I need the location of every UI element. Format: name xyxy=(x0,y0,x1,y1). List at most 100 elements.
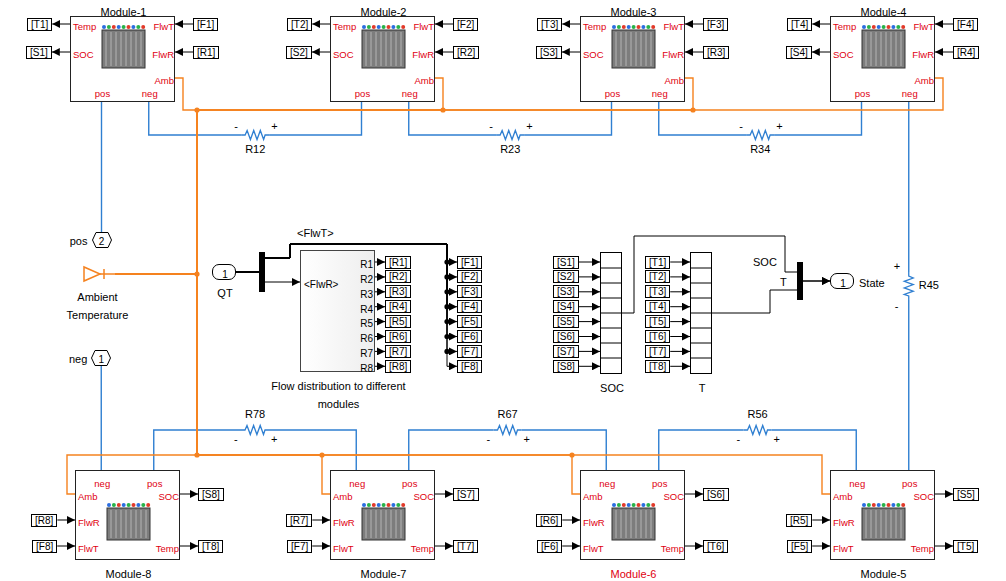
connector xyxy=(579,351,600,352)
tag-label: [F7] xyxy=(461,346,478,357)
goto-tag: [T6] xyxy=(703,540,728,553)
port-label: FlwR xyxy=(152,49,174,60)
tag-label: [S6] xyxy=(707,489,725,500)
block-text: R6 xyxy=(360,333,373,344)
port-label: SOC xyxy=(833,49,854,60)
polarity-sign-text: + xyxy=(776,120,782,132)
goto-tag: [T8] xyxy=(198,540,223,553)
tag-label: [T2] xyxy=(291,19,308,30)
goto-tag: [R3] xyxy=(703,46,729,59)
signal-label-text: SOC xyxy=(753,256,777,268)
goto-tag: [R2] xyxy=(385,270,411,283)
polarity-sign-text: + xyxy=(271,120,277,132)
tag-label: [S1] xyxy=(30,47,48,58)
tag-label: [F5] xyxy=(791,541,808,552)
port-label: Temp xyxy=(333,21,356,32)
connector xyxy=(670,291,690,292)
resistor-label-text: R34 xyxy=(750,143,770,155)
connector xyxy=(685,24,703,25)
module-block: Module-2TempSOCposnegFlwTFlwRAmb xyxy=(330,16,435,102)
resistor-label-text: R45 xyxy=(919,279,939,291)
block-name: Module-8 xyxy=(106,568,152,580)
signal-label-text: <FlwT> xyxy=(297,227,334,239)
module-block: Module-8TempSOCposnegFlwTFlwRAmb xyxy=(75,470,180,560)
port-label: SOC xyxy=(158,491,179,502)
text-slot: Module-7 xyxy=(361,564,407,581)
port-label: pos xyxy=(355,88,370,99)
tag-label: [T1] xyxy=(31,19,48,30)
mux-block: SOC xyxy=(600,252,622,374)
resistor-label: R23 xyxy=(499,143,521,156)
block-text: T xyxy=(699,382,706,394)
port-label: Temp xyxy=(661,543,684,554)
text-slot: 2 xyxy=(99,231,105,249)
goto-tag: [S3] xyxy=(536,46,562,59)
junction-dot xyxy=(444,319,449,324)
resistor-label: R67 xyxy=(497,408,519,421)
text-slot: FlwR xyxy=(333,512,355,530)
connector xyxy=(175,24,193,25)
text-slot: neg xyxy=(349,473,365,491)
text-slot: Flow distribution to different modules xyxy=(264,376,414,413)
goto-tag: [R5] xyxy=(786,514,812,527)
text-slot: FlwR xyxy=(833,512,855,530)
connector xyxy=(375,336,385,337)
text-slot: Module-2 xyxy=(361,2,407,20)
text-slot: 1 xyxy=(98,349,104,367)
goto-tag: [R5] xyxy=(385,315,411,328)
tag-label: [F1] xyxy=(461,257,478,268)
junction-dot xyxy=(444,289,449,294)
text-slot: neg xyxy=(599,473,615,491)
block-name: Module-7 xyxy=(361,568,407,580)
block-name: Module-4 xyxy=(861,6,907,18)
text-slot: State xyxy=(859,273,885,291)
block-text: QT xyxy=(217,287,232,299)
port-label: Amb xyxy=(78,491,98,502)
text-slot: Module-3 xyxy=(611,2,657,20)
tag-label: [S7] xyxy=(457,489,475,500)
port-label: Temp xyxy=(583,21,606,32)
tag-label: [T6] xyxy=(707,541,724,552)
text-slot: FlwT xyxy=(333,538,354,556)
goto-tag: [R3] xyxy=(385,285,411,298)
resistor-symbol xyxy=(744,424,772,436)
port-label: SOC xyxy=(413,491,434,502)
connector xyxy=(435,24,453,25)
text-slot: R4 xyxy=(360,299,373,317)
polarity-sign-text: + xyxy=(774,433,780,445)
text-slot: <FlwR> xyxy=(304,274,338,292)
tag-label: [R4] xyxy=(389,301,407,312)
tag-label: [R7] xyxy=(290,515,308,526)
port-label: Temp xyxy=(911,543,934,554)
goto-tag: [F4] xyxy=(457,300,482,313)
module-block: Module-1TempSOCposnegFlwTFlwRAmb xyxy=(70,16,175,102)
tag-label: [T2] xyxy=(649,271,666,282)
port-label: FlwT xyxy=(583,543,604,554)
connector xyxy=(579,262,600,263)
connector xyxy=(579,366,600,367)
connector xyxy=(579,336,600,337)
connector xyxy=(935,494,953,495)
block-text: R2 xyxy=(360,274,373,285)
text-slot: pos xyxy=(902,473,917,491)
junction-dot xyxy=(194,107,199,112)
port-label: FlwT xyxy=(78,543,99,554)
text-slot: Module-4 xyxy=(861,2,907,20)
tag-label: [T6] xyxy=(649,331,666,342)
connector xyxy=(579,306,600,307)
resistor-label-text: R67 xyxy=(498,408,518,420)
connector xyxy=(562,52,580,53)
port-label: FlwT xyxy=(333,543,354,554)
tag-label: [F8] xyxy=(461,361,478,372)
battery-icon xyxy=(101,23,146,69)
inport-block: 1QT xyxy=(212,264,236,280)
text-slot: Amb xyxy=(664,70,684,88)
text-slot: neg xyxy=(69,349,87,367)
text-slot: FlwR xyxy=(412,44,434,62)
connector xyxy=(115,274,830,494)
tag-label: [F5] xyxy=(461,316,478,327)
module-block: Module-3TempSOCposnegFlwTFlwRAmb xyxy=(580,16,685,102)
tag-label: [F6] xyxy=(541,541,558,552)
text-slot: pos xyxy=(402,473,417,491)
